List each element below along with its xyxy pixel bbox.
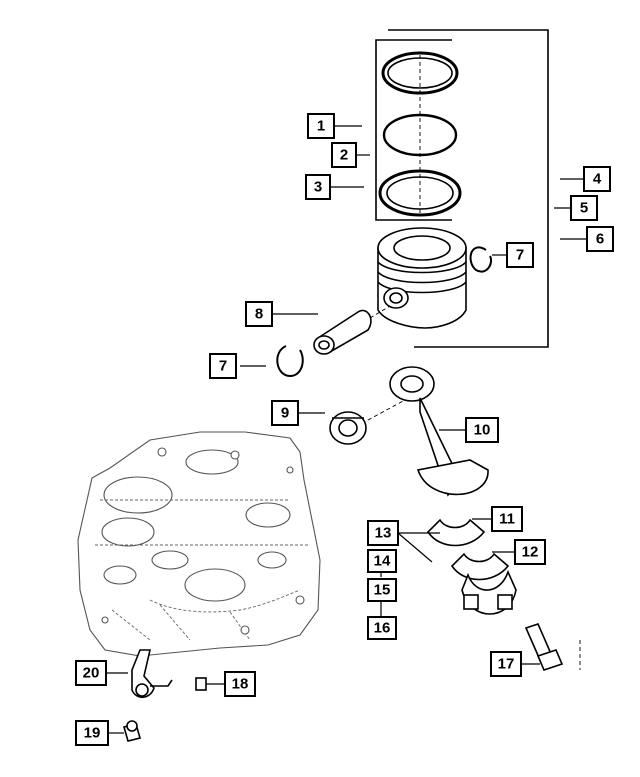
callout-10: 10 <box>465 417 499 443</box>
svg-text:5: 5 <box>580 200 588 217</box>
piston-illustration <box>377 227 467 329</box>
svg-text:20: 20 <box>83 665 100 682</box>
svg-text:11: 11 <box>499 511 515 528</box>
svg-text:16: 16 <box>374 620 391 637</box>
svg-text:7: 7 <box>516 247 524 264</box>
callout-7-upper: 7 <box>506 242 534 268</box>
callout-13: 13 <box>367 520 399 546</box>
snap-ring-upper <box>469 246 492 273</box>
svg-text:14: 14 <box>374 553 391 570</box>
svg-text:7: 7 <box>219 358 227 375</box>
bearing-shell-lower <box>450 552 510 581</box>
leader-lines <box>106 125 587 734</box>
svg-text:8: 8 <box>255 306 263 323</box>
callout-4: 4 <box>583 166 611 192</box>
svg-text:18: 18 <box>232 676 249 693</box>
callout-20: 20 <box>75 660 107 686</box>
callout-8: 8 <box>245 301 273 327</box>
pin-axis-line <box>369 305 391 319</box>
svg-text:17: 17 <box>498 656 515 673</box>
svg-text:12: 12 <box>522 544 539 561</box>
callout-6: 6 <box>586 226 614 252</box>
callout-1: 1 <box>307 113 335 139</box>
callout-15: 15 <box>367 578 397 602</box>
callout-3: 3 <box>305 174 331 200</box>
svg-text:10: 10 <box>474 422 491 439</box>
callout-19: 19 <box>75 720 109 746</box>
piston-assembly-bracket <box>388 29 549 348</box>
piston-cooling-jet <box>131 649 173 699</box>
callout-5: 5 <box>570 195 598 221</box>
callout-14: 14 <box>367 549 397 573</box>
piston-pin <box>313 309 372 355</box>
svg-text:4: 4 <box>593 171 602 188</box>
piston-ring-1 <box>381 51 459 95</box>
callout-12: 12 <box>514 539 546 565</box>
bearing-shell-upper <box>426 518 486 547</box>
svg-text:19: 19 <box>84 725 101 742</box>
plug <box>195 677 207 691</box>
callout-18: 18 <box>224 671 256 697</box>
svg-text:3: 3 <box>314 179 322 196</box>
callout-16: 16 <box>367 616 397 640</box>
connecting-rod <box>389 366 489 497</box>
rod-bolt <box>524 623 564 671</box>
oil-jet-bolt <box>123 720 141 742</box>
piston-ring-3 <box>378 169 462 217</box>
svg-text:6: 6 <box>596 231 604 248</box>
svg-text:13: 13 <box>375 525 392 542</box>
callout-7-lower: 7 <box>209 353 237 379</box>
callout-11: 11 <box>491 506 523 532</box>
callout-2: 2 <box>331 142 357 168</box>
snap-ring-lower <box>276 345 304 378</box>
ring-set-bracket <box>375 39 452 221</box>
svg-text:9: 9 <box>281 405 289 422</box>
bushing-axis-line <box>367 399 406 421</box>
svg-text:15: 15 <box>374 582 391 599</box>
svg-text:1: 1 <box>317 118 325 135</box>
engine-block-illustration <box>77 431 321 657</box>
bushing <box>329 411 367 445</box>
svg-text:2: 2 <box>340 147 348 164</box>
callout-9: 9 <box>271 400 299 426</box>
rod-cap <box>461 569 517 615</box>
callout-17: 17 <box>490 651 522 677</box>
piston-ring-2 <box>382 113 458 157</box>
